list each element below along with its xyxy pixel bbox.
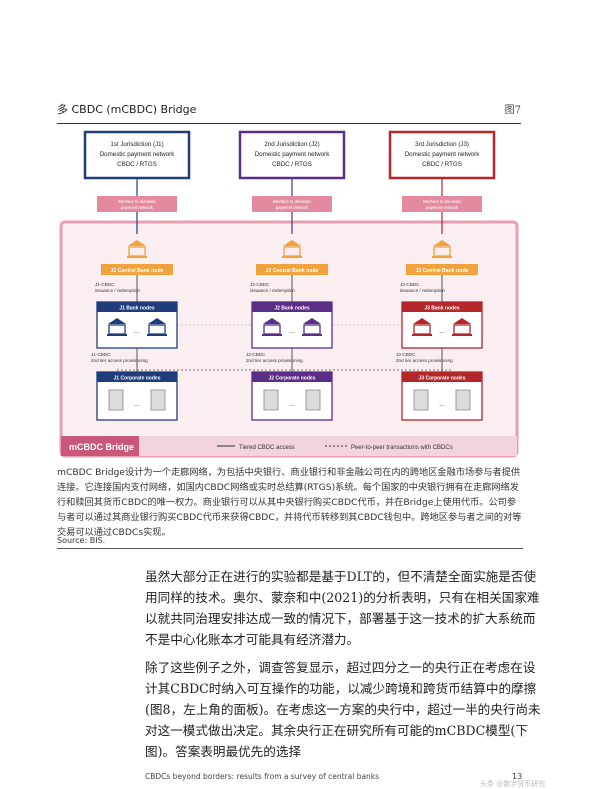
j2-bank-icon-2-roof	[303, 318, 321, 324]
j2-tier: J2-CBDC	[246, 352, 266, 357]
j3-issuance: J3-CBDC	[400, 282, 420, 287]
j2-bank-icon-2-base	[302, 334, 322, 336]
body-paragraph-2: 除了这些例子之外，调查答复显示，超过四分之一的央行正在考虑在设计其CBDC时纳入…	[145, 660, 541, 759]
j2-interface-box	[252, 196, 332, 212]
legend-bar	[61, 436, 517, 456]
j1-issuance-sub: issuance / redemption	[95, 288, 140, 293]
j1-domestic-box	[83, 130, 191, 180]
page-number: 13	[512, 772, 523, 781]
j2-corporate-nodes-label: J2 Corporate nodes	[269, 376, 316, 382]
j1-corporate-nodes-header	[97, 372, 177, 382]
j1-cb-node-bar	[101, 264, 173, 275]
j2-domestic-network: Domestic payment network	[255, 151, 331, 158]
j1-bank-icon-2-base	[147, 334, 167, 336]
j2-central-bank-icon-roof	[283, 240, 301, 246]
legend-tiered: Tiered CBDC access	[239, 445, 295, 451]
j3-issuance-sub: issuance / redemption	[400, 288, 445, 293]
j2-central-bank-icon-base	[282, 256, 302, 258]
j2-cb-node-label: J2 Central Bank node	[265, 268, 318, 274]
figure-source: Source: BIS.	[57, 536, 106, 545]
j2-bank-nodes-header	[252, 302, 332, 312]
j1-bank-nodes-header	[97, 302, 177, 312]
j2-corp-ellipsis: ...	[289, 401, 295, 408]
j1-corp-icon-2	[150, 389, 166, 411]
j1-corp-icon-1	[108, 389, 124, 411]
j2-cb-node-bar	[256, 264, 328, 275]
bridge-label-box	[61, 436, 139, 456]
j3-domestic-rtgs: CBDC / RTGS	[422, 161, 462, 168]
bridge-label: mCBDC Bridge	[69, 442, 134, 452]
j2-tier-sub: 2nd tier access provisioning	[246, 358, 303, 363]
j3-corp-icon-1	[413, 389, 429, 411]
j2-corporate-nodes-header	[252, 372, 332, 382]
j2-domestic-box	[238, 130, 346, 180]
header-rule	[57, 123, 521, 124]
j1-tier: J1-CBDC	[91, 352, 111, 357]
j3-corp-icon-2	[455, 389, 471, 411]
j1-bank-ellipsis: ...	[134, 328, 140, 335]
j3-domestic-title: 3rd Jurisdiction (J3)	[415, 141, 469, 148]
j1-interface-l1: Interface to domestic	[118, 199, 157, 204]
footer-title: CBDCs beyond borders: results from a sur…	[145, 772, 380, 781]
j2-issuance-sub: issuance / redemption	[250, 288, 295, 293]
body-paragraph-1: 虽然大部分正在进行的实验都是基于DLT的，但不清楚全面实施是否使用同样的技术。奥…	[145, 569, 540, 647]
j3-bank-icon-2-roof	[453, 318, 471, 324]
j3-domestic-network: Domestic payment network	[405, 151, 481, 158]
j3-tier-sub: 2nd tier access provisioning	[396, 358, 453, 363]
j1-central-bank-icon-base	[127, 256, 147, 258]
j2-corp-icon-1	[263, 389, 279, 411]
j2-domestic-title: 2nd Jurisdiction (J2)	[264, 141, 319, 148]
caption-rule	[57, 548, 523, 549]
j3-interface-l2: payment network	[426, 205, 459, 210]
j3-corp-ellipsis: ...	[439, 401, 445, 408]
figure-caption: mCBDC Bridge设计为一个走廊网络，为包括中央银行、商业银行和非金融公司…	[57, 467, 522, 538]
j3-bank-icon-1-base	[412, 334, 432, 336]
j3-cb-node-label: J3 Central Bank node	[415, 268, 468, 274]
j1-domestic-rtgs: CBDC / RTGS	[117, 161, 157, 168]
j2-issuance: J2-CBDC	[250, 282, 270, 287]
figure-number: 图7	[504, 105, 521, 116]
j3-interface-l1: Interface to domestic	[423, 199, 462, 204]
j1-corporate-nodes-label: J1 Corporate nodes	[114, 376, 161, 382]
j2-corp-icon-2	[305, 389, 321, 411]
j2-domestic-rtgs: CBDC / RTGS	[272, 161, 312, 168]
j3-bank-nodes-label: J3 Bank nodes	[424, 306, 460, 312]
j1-corp-ellipsis: ...	[134, 401, 140, 408]
j2-interface-l1: Interface to domestic	[273, 199, 312, 204]
j3-bank-icon-2-base	[452, 334, 472, 336]
j1-interface-l2: payment network	[121, 205, 154, 210]
j1-bank-icon-1-roof	[108, 318, 126, 324]
j3-central-bank-icon-roof	[433, 240, 451, 246]
j2-interface-l2: payment network	[276, 205, 309, 210]
mcbdc-bridge-diagram: mCBDC Bridge Tiered CBDC access Peer-to-…	[59, 130, 519, 458]
watermark: 头条 @数字货币研究	[480, 780, 546, 788]
j1-domestic-title: 1st Jurisdiction (J1)	[110, 141, 163, 148]
j2-bank-nodes-label: J2 Bank nodes	[274, 306, 310, 312]
j3-tier: J3-CBDC	[396, 352, 416, 357]
j3-interface-box	[402, 196, 482, 212]
j3-central-bank-icon-base	[432, 256, 452, 258]
j1-issuance: J1-CBDC	[95, 282, 115, 287]
legend-p2p: Peer-to-peer transactions with CBDCs	[351, 445, 453, 451]
j1-interface-box	[97, 196, 177, 212]
j3-cb-node-bar	[406, 264, 478, 275]
figure-header: 多 CBDC (mCBDC) Bridge 图7	[57, 98, 521, 118]
j1-cb-node-label: J1 Central Bank node	[110, 268, 163, 274]
figure-title: 多 CBDC (mCBDC) Bridge	[57, 103, 197, 116]
j3-bank-ellipsis: ...	[439, 328, 445, 335]
j1-tier-sub: 2nd tier access provisioning	[91, 358, 148, 363]
j1-domestic-network: Domestic payment network	[100, 151, 176, 158]
j1-bank-icon-2-roof	[148, 318, 166, 324]
j3-corporate-nodes-header	[402, 372, 482, 382]
j3-bank-nodes-header	[402, 302, 482, 312]
j2-bank-ellipsis: ...	[289, 328, 295, 335]
j1-bank-icon-1-base	[107, 334, 127, 336]
j2-bank-icon-1-base	[262, 334, 282, 336]
j3-corporate-nodes-label: J3 Corporate nodes	[419, 376, 466, 382]
j1-central-bank-icon-roof	[128, 240, 146, 246]
j1-bank-nodes-label: J1 Bank nodes	[119, 306, 155, 312]
j2-bank-icon-1-roof	[263, 318, 281, 324]
j3-bank-icon-1-roof	[413, 318, 431, 324]
